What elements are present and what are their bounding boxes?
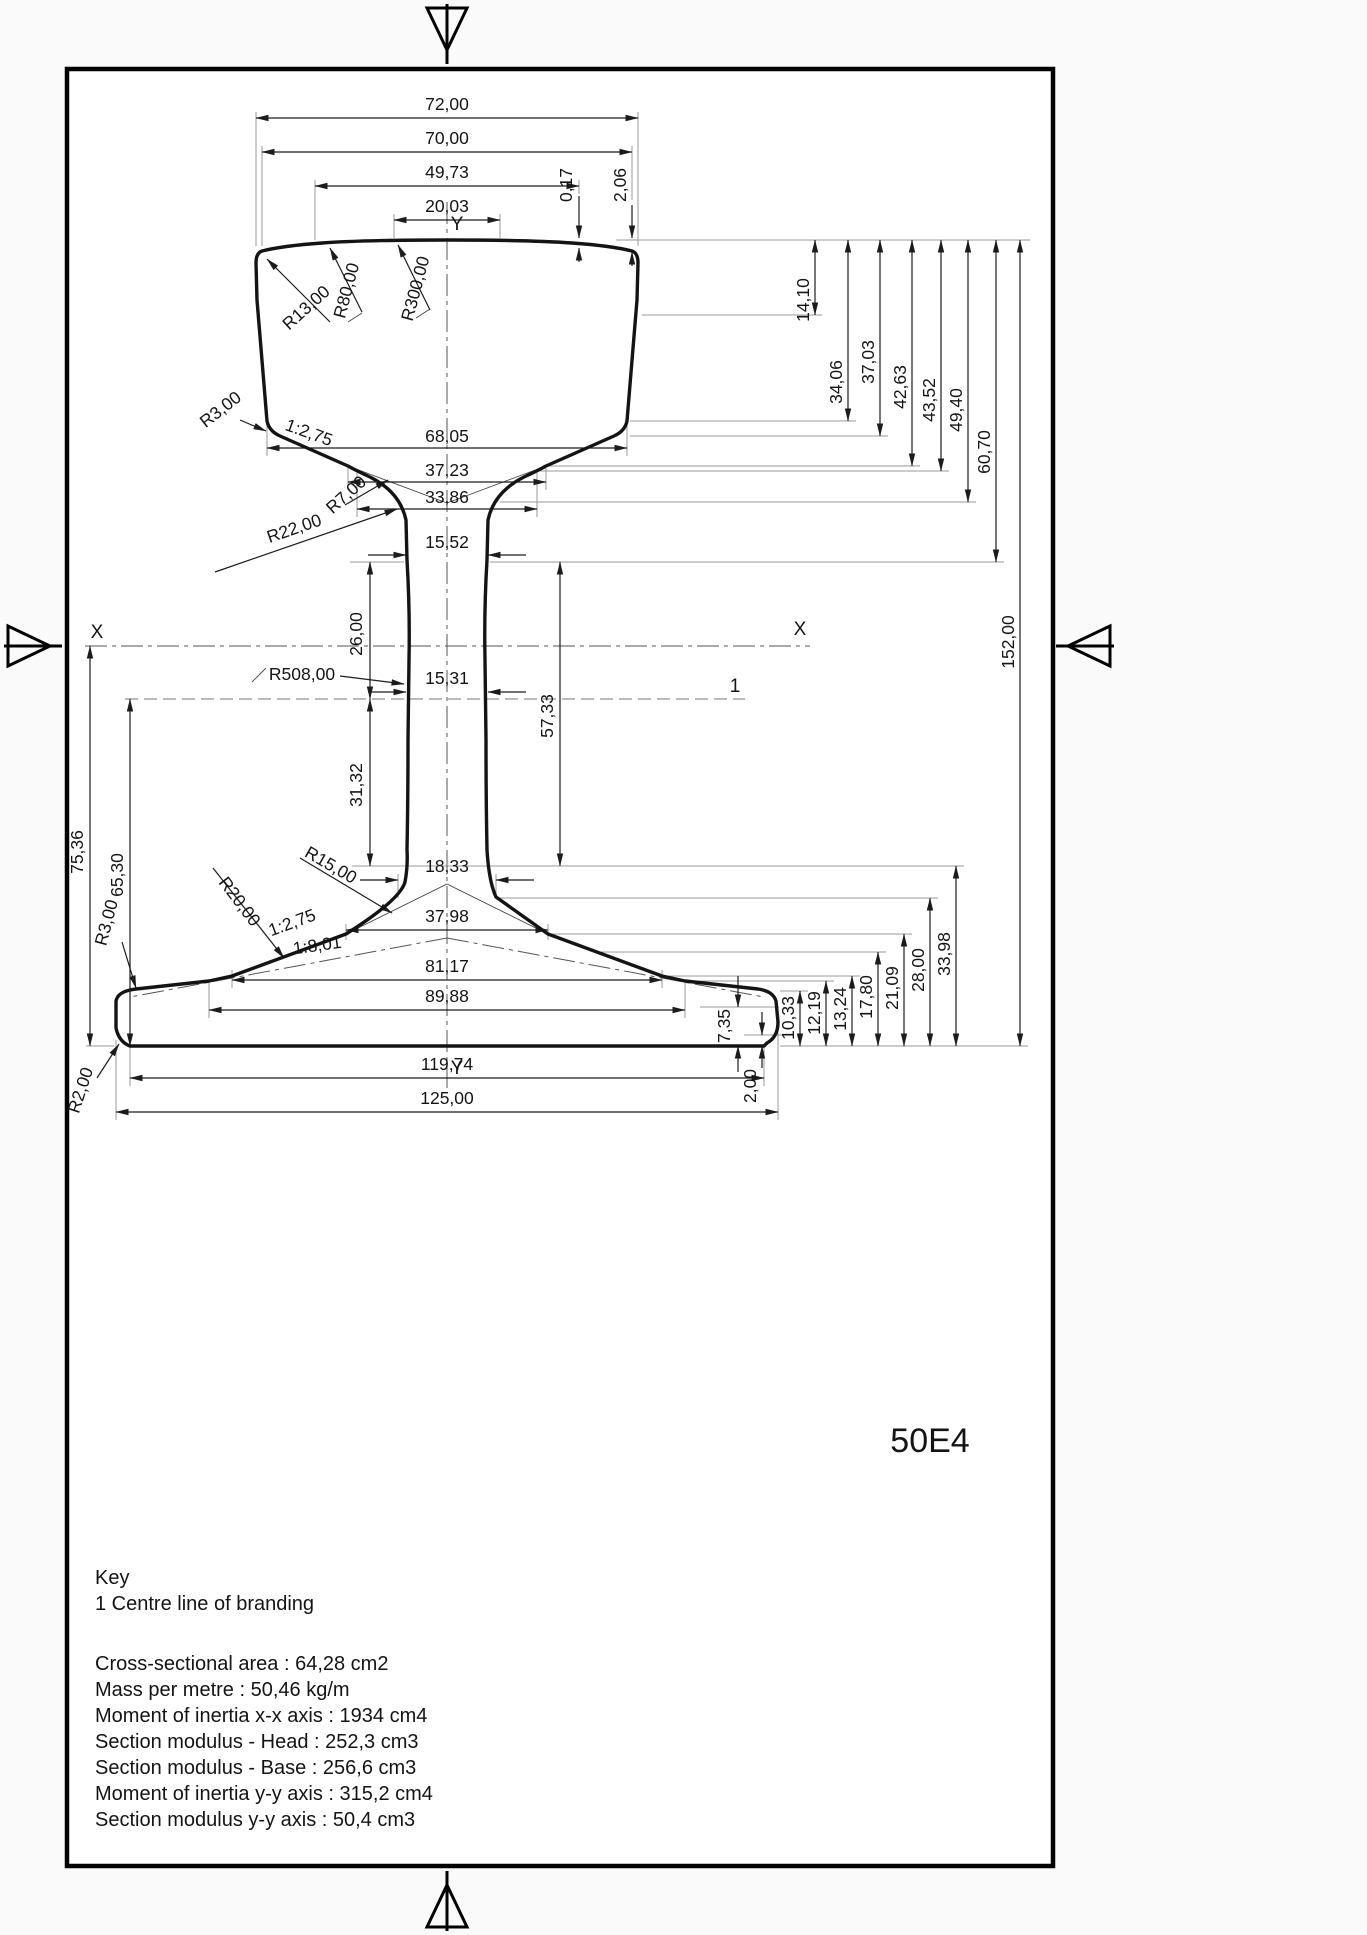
dim-label: 14,10 — [793, 278, 813, 322]
dim-label: 31,32 — [346, 763, 366, 807]
dim-label: 7,35 — [714, 1009, 734, 1043]
dim-label: 37,98 — [425, 906, 469, 926]
dim-label: 26,00 — [346, 612, 366, 656]
key-line-1: 1 Centre line of branding — [95, 1593, 314, 1615]
dim-label: 42,63 — [890, 365, 910, 409]
centering-mark-top — [424, 4, 470, 64]
sheet-border — [64, 66, 1056, 1869]
dim-label: 12,19 — [804, 991, 824, 1035]
dimension-lines — [86, 114, 1024, 1116]
key-block: Key 1 Centre line of branding Cross-sect… — [95, 1567, 433, 1831]
dim-label: 49,40 — [946, 388, 966, 432]
dim-label: 119,74 — [421, 1054, 473, 1074]
dim-label: 49,73 — [425, 162, 469, 182]
property-line: Mass per metre : 50,46 kg/m — [95, 1679, 350, 1701]
y-axis-label-top: Y — [451, 214, 464, 235]
property-line: Section modulus - Head : 252,3 cm3 — [95, 1731, 419, 1753]
rail-profile-outline — [114, 238, 780, 1048]
centering-mark-bottom — [424, 1871, 470, 1931]
dim-label: 37,03 — [858, 340, 878, 384]
dim-label: 18,33 — [425, 856, 469, 876]
leader-lines — [96, 244, 431, 1079]
y-axis-label-bottom: Y — [451, 1058, 464, 1079]
dim-label: 34,06 — [826, 360, 846, 404]
dim-label: 21,09 — [882, 966, 902, 1010]
dim-label: 152,00 — [998, 615, 1018, 669]
dim-label: 68,05 — [425, 426, 469, 446]
key-heading: Key — [95, 1567, 129, 1589]
dim-label: 65,30 — [107, 853, 127, 897]
dim-label: 37,23 — [425, 460, 469, 480]
section-title: 50E4 — [890, 1422, 969, 1460]
property-line: Section modulus - Base : 256,6 cm3 — [95, 1757, 416, 1779]
dim-label: R508,00 — [269, 664, 335, 684]
dim-label: 33,98 — [934, 932, 954, 976]
dim-label: 70,00 — [425, 128, 469, 148]
dim-label: 125,00 — [420, 1088, 474, 1108]
centering-mark-left — [4, 623, 62, 669]
center-lines — [85, 202, 810, 1092]
property-line: Section modulus y-y axis : 50,4 cm3 — [95, 1809, 415, 1831]
property-line: Moment of inertia y-y axis : 315,2 cm4 — [95, 1783, 433, 1805]
dim-label: 0,17 — [556, 168, 576, 202]
dim-label: 60,70 — [974, 430, 994, 474]
centering-mark-right — [1056, 623, 1114, 669]
dim-label: 10,33 — [778, 996, 798, 1040]
dim-label: 17,80 — [856, 975, 876, 1019]
dim-label: 2,00 — [740, 1069, 760, 1103]
dim-label: 13,24 — [830, 987, 850, 1031]
dim-label: 2,06 — [610, 168, 630, 202]
dim-label: 43,52 — [919, 378, 939, 422]
x-axis-label-right: X — [794, 619, 807, 640]
dim-label: 33,86 — [425, 487, 469, 507]
dim-label: 28,00 — [908, 948, 928, 992]
dim-label: 15,52 — [425, 532, 469, 552]
dim-label: 81,17 — [425, 956, 469, 976]
branding-line-label: 1 — [730, 676, 741, 697]
dim-label: 20,03 — [425, 196, 469, 216]
x-axis-label-left: X — [91, 622, 104, 643]
dim-label: 75,36 — [67, 830, 87, 874]
dim-label: 89,88 — [425, 986, 469, 1006]
dim-label: 15,31 — [425, 668, 469, 688]
dim-label: 57,33 — [537, 694, 557, 738]
property-line: Moment of inertia x-x axis : 1934 cm4 — [95, 1705, 427, 1727]
dim-label: 72,00 — [425, 94, 469, 114]
property-line: Cross-sectional area : 64,28 cm2 — [95, 1653, 388, 1675]
